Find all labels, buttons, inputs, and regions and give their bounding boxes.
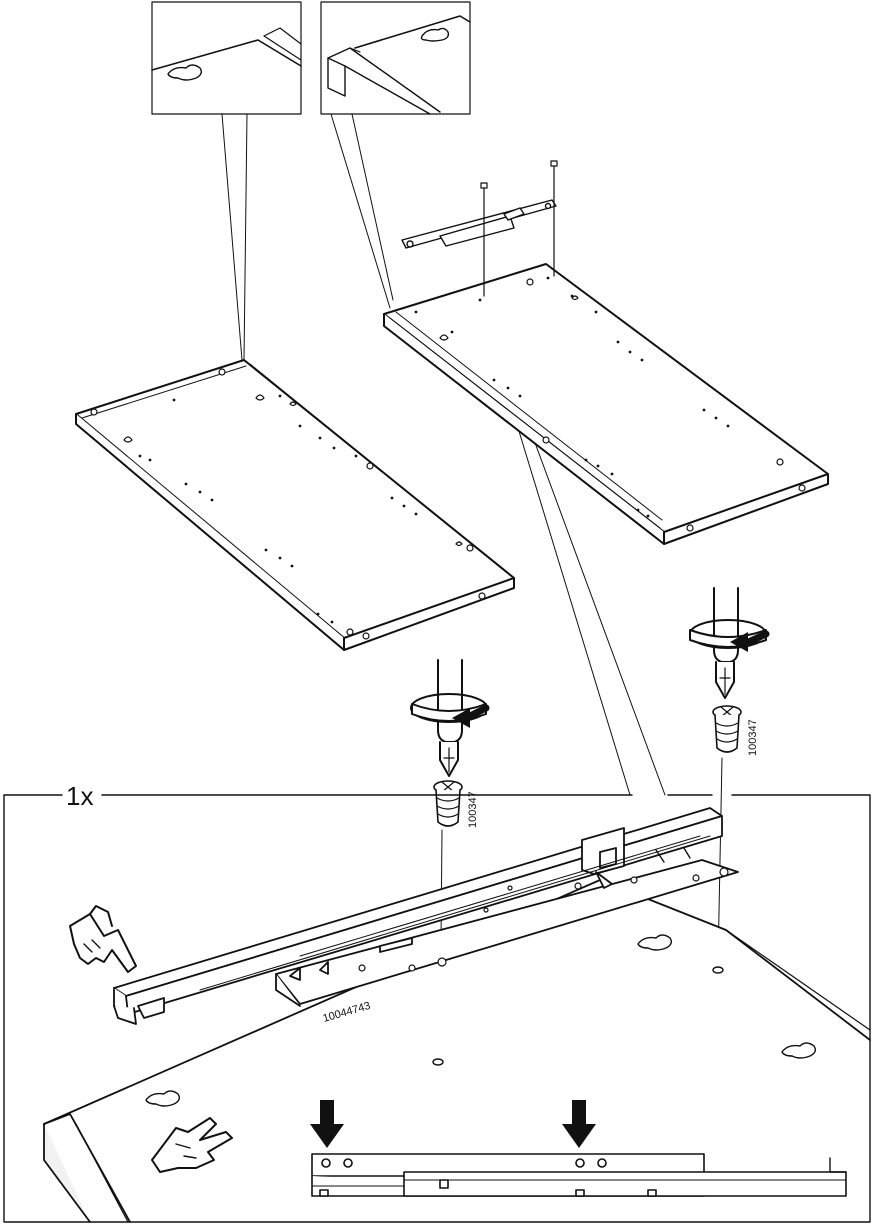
clockwise-rotation-icon (689, 619, 770, 652)
drawer-rail-large (113, 807, 739, 1025)
down-arrow-icon (310, 1100, 596, 1148)
rail-holes (358, 867, 729, 972)
screw-100347-left (433, 780, 463, 827)
screw-part-number-left: 100347 (467, 791, 479, 828)
side-panel-right (383, 263, 829, 545)
rail-side-view (311, 1153, 847, 1197)
detail-inset-left (151, 1, 302, 115)
panel-holes-right (414, 276, 730, 518)
hand-pointing-icon (69, 905, 137, 973)
keyhole-slot-icon (145, 934, 817, 1107)
drawer-rail-small (401, 199, 557, 249)
screw-icon (480, 160, 558, 297)
step-frame (3, 794, 871, 1223)
panel-holes-left (138, 394, 418, 624)
clockwise-rotation-icon (410, 693, 490, 728)
keyhole-slot-icon (420, 27, 450, 42)
panel-fittings-left (90, 368, 486, 640)
screw-100347-right (712, 705, 742, 753)
quantity-label: 1x (66, 781, 93, 811)
keyhole-slot-icon (167, 64, 203, 81)
panel-fittings-right (439, 278, 806, 532)
detail-inset-right (320, 1, 471, 115)
hand-pointing-icon (151, 1117, 233, 1173)
screw-part-number-right: 100347 (747, 719, 759, 756)
screw-hole (432, 966, 724, 1066)
side-panel-left (75, 359, 515, 651)
